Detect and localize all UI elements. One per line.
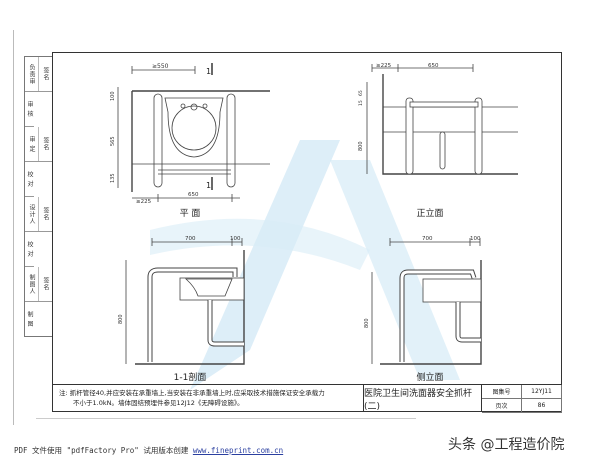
footer-divider [36, 418, 416, 419]
sig-label: 审 定 [25, 127, 39, 161]
dim-height: 800 [118, 314, 124, 324]
footer-link[interactable]: www.fineprint.com.cn [192, 446, 284, 455]
sig-signature: 签名 [42, 277, 49, 291]
sig-row: 制 图 [26, 310, 33, 328]
sig-label: 负责审 [25, 57, 39, 91]
signature-block: 负责审签名 审 核 审 定签名 校 对 设计人签名 校 对 制图人签名 制 图 [24, 56, 52, 337]
side-elevation-caption: 侧立面 [416, 373, 444, 383]
page-value: 86 [522, 399, 562, 413]
dim-v2: 565 [110, 136, 116, 146]
sig-row: 审 定签名 [25, 127, 52, 162]
dim-height: 800 [364, 318, 370, 328]
dim-bottom-left: ≥225 [136, 199, 152, 205]
sig-row: 校 对 [25, 232, 34, 267]
page-label: 页次 [482, 399, 522, 413]
footer-text: PDF 文件使用 "pdfFactory Pro" 试用版本创建 [14, 446, 189, 455]
page-margin-line [13, 30, 14, 425]
blue-logo-watermark [150, 140, 460, 390]
sig-signature: 签名 [42, 207, 49, 221]
title-block: 医院卫生间洗面器安全抓杆(二) 图集号 12YJ11 页次 86 [363, 384, 562, 413]
dim-top: 700 [422, 236, 433, 242]
atlas-label: 图集号 [482, 385, 522, 399]
drawing-title: 医院卫生间洗面器安全抓杆(二) [364, 385, 482, 412]
front-elevation-drawing: ≥225 650 65 15 800 [358, 63, 518, 175]
section-1-1-caption: 1-1剖面 [173, 373, 207, 383]
sig-signature: 签名 [42, 67, 49, 81]
sig-row: 校 对 [25, 162, 34, 197]
plan-view-drawing: ≥550 1 100 565 135 1 ≥225 650 [110, 63, 270, 205]
sig-label: 制图人 [25, 267, 39, 301]
dim-top: 650 [428, 63, 439, 69]
front-elevation-caption: 正立面 [416, 209, 444, 219]
note-line-1: 注: 抓杆管径40,并应安装在承重墙上,当安装在非承重墙上时,应采取技术措施保证… [59, 389, 325, 397]
dim-top-right: 100 [470, 236, 481, 242]
source-watermark: 头条 @工程造价院 [448, 437, 565, 453]
dim-top-left: ≥225 [376, 63, 392, 69]
sig-signature: 签名 [42, 137, 49, 151]
dim-top: 700 [185, 236, 196, 242]
side-elevation-drawing: 700 100 800 [364, 236, 482, 365]
section-1-1-drawing: 700 100 800 [118, 236, 245, 365]
dim-v3: 800 [358, 141, 364, 151]
section-mark: 1 [206, 67, 211, 76]
dim-v1: 65 [358, 90, 364, 96]
svg-text:1: 1 [206, 181, 211, 190]
sig-row: 审 核 [25, 92, 34, 127]
pdf-footer: PDF 文件使用 "pdfFactory Pro" 试用版本创建 www.fin… [14, 445, 283, 456]
dim-v2: 15 [358, 100, 364, 106]
dim-top: ≥550 [152, 63, 169, 70]
drawing-frame [52, 52, 562, 412]
dim-top-right: 100 [230, 236, 241, 242]
note-text: 注: 抓杆管径40,并应安装在承重墙上,当安装在非承重墙上时,应采取技术措施保证… [53, 384, 363, 411]
plan-view-caption: 平 面 [179, 209, 201, 219]
sig-row: 设计人签名 [25, 197, 52, 232]
atlas-value: 12YJ11 [522, 385, 562, 399]
dim-v3: 135 [110, 173, 116, 183]
note-line-2: 不小于1.0kN。墙体固结预埋件参见12J12《无障碍设施》。 [73, 399, 244, 407]
dim-bottom: 650 [188, 192, 199, 198]
sig-row: 制图人签名 [25, 267, 52, 302]
dim-v1: 100 [110, 91, 116, 101]
sig-label: 设计人 [25, 197, 39, 231]
sig-row: 负责审签名 [25, 57, 52, 92]
